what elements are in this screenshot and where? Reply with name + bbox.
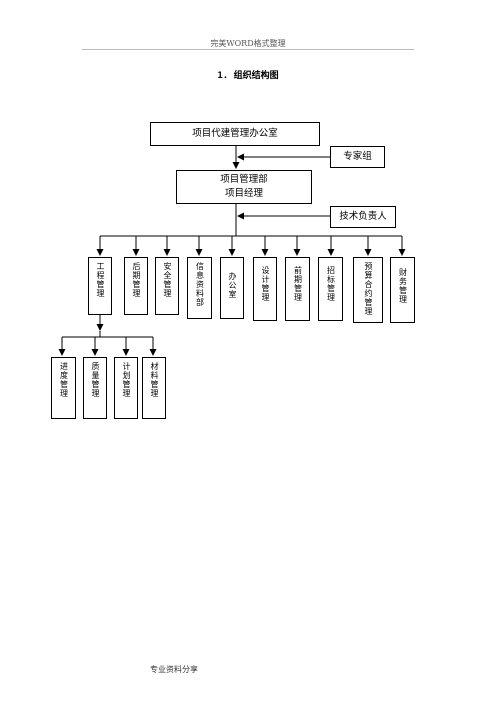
sub-section-label: 材料管理: [150, 362, 159, 398]
section-box-design: 设计管理: [253, 257, 277, 321]
header-divider: [82, 49, 414, 50]
section-label: 信息资料部: [195, 262, 205, 307]
section-label: 招标管理: [326, 266, 336, 302]
section-label: 财务管理: [398, 268, 408, 304]
section-box-office: 办公室: [220, 257, 244, 319]
expert-group-box: 专家组: [330, 146, 385, 168]
section-label: 办公室: [228, 272, 237, 299]
sub-section-label: 进度管理: [59, 362, 69, 398]
expert-group-label: 专家组: [343, 151, 372, 163]
section-box-finance: 财务管理: [390, 257, 415, 323]
dept-box: 项目管理部 项目经理: [176, 170, 312, 204]
section-label: 设计管理: [261, 266, 270, 302]
sub-section-label: 质量管理: [91, 362, 100, 398]
section-label: 工程管理: [96, 262, 105, 298]
tech-lead-box: 技术负责人: [330, 206, 396, 228]
section-box-engineering: 工程管理: [88, 257, 112, 315]
dept-label-line1: 项目管理部: [220, 174, 268, 186]
page-footer: 专业资料分享: [150, 665, 198, 674]
section-box-post-phase: 后期管理: [124, 257, 148, 315]
dept-label-line2: 项目经理: [224, 188, 263, 199]
section-label: 后期管理: [132, 262, 141, 298]
section-label: 前期管理: [293, 266, 303, 302]
section-box-bidding: 招标管理: [318, 257, 343, 321]
section-box-safety: 安全管理: [155, 257, 179, 315]
sub-section-drops: [58, 337, 157, 356]
tech-lead-label: 技术负责人: [339, 211, 387, 223]
page-title: 1. 组织结构图: [217, 71, 279, 81]
sub-section-label: 计划管理: [122, 362, 131, 398]
section-box-pre-phase: 前期管理: [285, 257, 310, 321]
sub-box-planning: 计划管理: [114, 357, 138, 419]
section-drops: [96, 236, 406, 256]
page-header: 完美WORD格式整理: [210, 39, 286, 48]
sub-box-quality: 质量管理: [83, 357, 107, 419]
section-box-budget-contract: 预算合约管理: [353, 257, 383, 323]
section-label: 预算合约管理: [364, 262, 373, 316]
office-box: 项目代建管理办公室: [150, 122, 320, 146]
sub-box-materials: 材料管理: [142, 357, 166, 419]
section-box-info-docs: 信息资料部: [187, 257, 212, 319]
sub-box-schedule: 进度管理: [51, 357, 76, 419]
section-label: 安全管理: [163, 262, 172, 298]
office-label: 项目代建管理办公室: [192, 128, 278, 140]
